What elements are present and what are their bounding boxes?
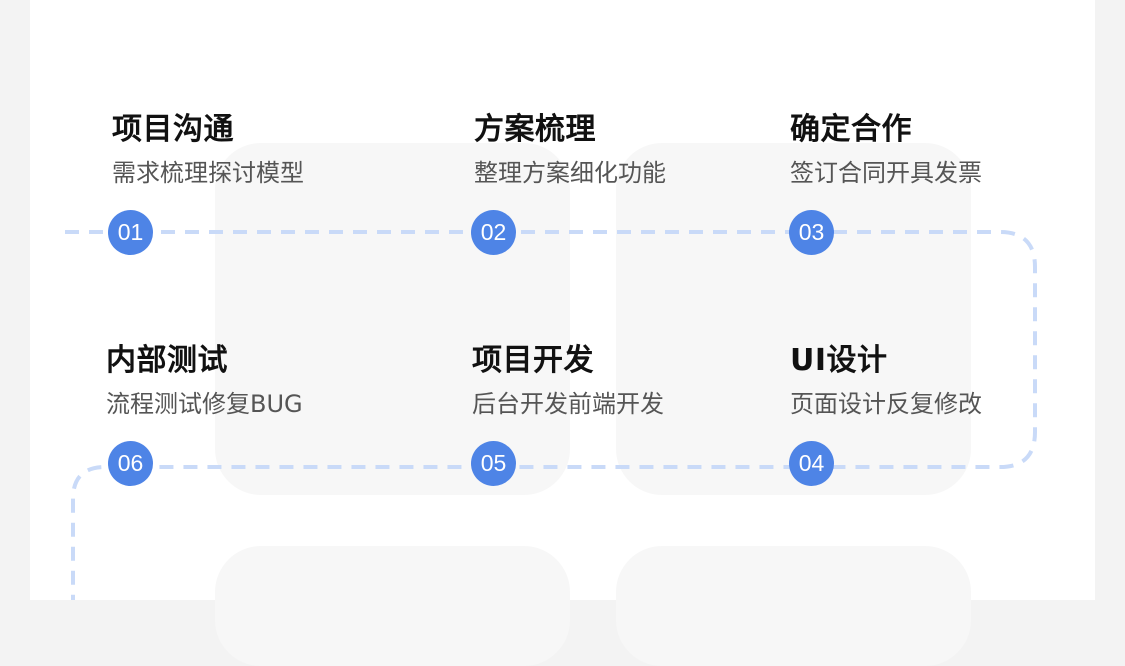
step-title: 确定合作 — [790, 112, 912, 147]
step-item: 项目沟通 需求梳理探讨模型 — [112, 112, 304, 188]
background-card — [616, 143, 971, 495]
step-number-badge: 03 — [789, 210, 834, 255]
step-description: 需求梳理探讨模型 — [112, 159, 304, 187]
step-description: 流程测试修复BUG — [106, 390, 303, 418]
step-item: UI设计 页面设计反复修改 — [790, 343, 982, 419]
step-item: 方案梳理 整理方案细化功能 — [474, 112, 666, 188]
step-item: 项目开发 后台开发前端开发 — [472, 343, 664, 419]
step-number-badge: 06 — [108, 441, 153, 486]
process-route-line — [65, 230, 1037, 600]
background-card — [215, 143, 570, 495]
step-title: 项目沟通 — [112, 112, 234, 147]
step-title: 内部测试 — [106, 343, 228, 378]
step-number-badge: 05 — [471, 441, 516, 486]
step-description: 后台开发前端开发 — [472, 390, 664, 418]
step-number-badge: 02 — [471, 210, 516, 255]
step-title: 项目开发 — [472, 343, 594, 378]
step-description: 签订合同开具发票 — [790, 159, 982, 187]
step-description: 页面设计反复修改 — [790, 390, 982, 418]
step-title: UI设计 — [790, 343, 888, 378]
step-item: 确定合作 签订合同开具发票 — [790, 112, 982, 188]
step-number-badge: 01 — [108, 210, 153, 255]
step-number-badge: 04 — [789, 441, 834, 486]
step-title: 方案梳理 — [474, 112, 596, 147]
step-item: 内部测试 流程测试修复BUG — [106, 343, 303, 419]
step-description: 整理方案细化功能 — [474, 159, 666, 187]
